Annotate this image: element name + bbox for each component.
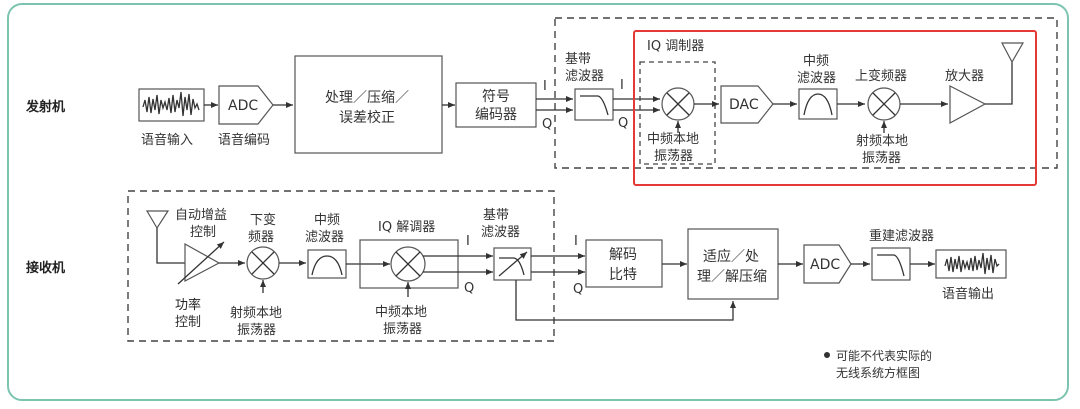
diagram-label: 重建滤波器 [869,228,934,244]
diagram-label: 振荡器 [237,323,276,338]
transmitter-label: 发射机 [25,99,65,115]
waveform-icon [944,252,1000,275]
diagram-label: 自动增益 [175,208,227,223]
reconstruction-filter: 重建滤波器 [869,228,934,281]
rx-if-filter: 中频 滤波器 [305,213,347,279]
tx-amplifier-icon [949,85,987,125]
tx-rf-dashed-region [554,17,1058,169]
highlight-box [633,30,1037,186]
diagram-label: 中频 [803,54,829,69]
note-line1: 可能不代表实际的 [836,348,932,363]
voice-input-label: 语音输入 [141,132,193,148]
diagram-label: 中频本地 [647,132,699,147]
diagram-label: 适应／处 [703,248,759,265]
diagram-label: 控制 [175,315,201,330]
note-bullet-icon [824,352,830,358]
diagram-label: 振荡器 [654,149,693,164]
diagram-label: ADC [810,257,840,273]
upconverter-label: 上变频器 [855,68,907,84]
tx-baseband-filter: 基带 滤波器 [565,52,614,121]
voice-output-block: 语音输出 [935,249,1007,302]
diagram-label: I [574,234,578,249]
diagram-label: 滤波器 [565,69,604,84]
tx-antenna-icon [1001,42,1025,64]
diagram-label: 中频 [314,213,340,228]
tx-if-mixer [661,87,695,121]
rx-adc-block: ADC [803,244,852,284]
diagram-label: 滤波器 [797,71,836,86]
lowpass-icon [580,95,609,116]
iq-modulator-label: IQ 调制器 [647,39,704,54]
diagram-label: 下变 [250,212,276,228]
rx-antenna-icon [145,210,170,230]
rx-rf-mixer [246,246,280,280]
iq-modulator-dashed [639,61,716,165]
note-line2: 无线系统方框图 [836,365,920,380]
decode-bits-block: 解码 比特 [585,239,663,288]
outer-frame [7,3,1069,401]
diagram-label: 振荡器 [862,151,901,166]
amplifier-label: 放大器 [945,69,984,84]
receiver-label: 接收机 [26,260,65,276]
bandpass-icon [803,93,833,116]
diagram-label: I [620,78,624,93]
diagram-label: 功率 [175,297,201,313]
diagram-label: 基带 [565,52,591,67]
diagram-label: 射频本地 [230,305,282,321]
waveform-icon [142,91,200,117]
rx-processing-block: 适应／处 理／解压缩 [687,228,779,300]
diagram-label: 振荡器 [383,322,422,337]
symbol-encoder-block: 符号 编码器 [455,82,537,128]
diagram-label: DAC [729,97,759,113]
diagram-label: 理／解压缩 [697,269,767,285]
diagram-label: 处理／压缩／ [325,90,409,106]
tx-rf-mixer [867,87,901,121]
diagram-label: 基带 [483,208,509,223]
diagram-label: ADC [228,98,258,114]
rx-if-mixer [390,246,426,282]
tx-if-filter: 中频 滤波器 [797,54,838,120]
diagram-label: 符号 [482,89,510,105]
rx-baseband-filter: 基带 滤波器 [481,208,532,281]
diagram-label: 解码 [609,247,637,263]
tx-processing-block: 处理／压缩／ 误差校正 [294,55,443,154]
diagram-label: Q [573,282,583,297]
diagram-label: Q [542,117,552,132]
diagram-label: I [543,79,547,94]
diagram-label: 编码器 [475,107,517,123]
tx-adc-block: ADC 语音编码 [218,85,274,148]
diagram-label: 中频本地 [375,305,427,320]
diagram-label: 频器 [248,230,274,245]
diagram-label: 控制 [190,225,216,240]
voice-encode-label: 语音编码 [218,132,270,148]
iq-demodulator-label: IQ 解调器 [378,220,435,235]
diagram-label: Q [464,281,474,296]
diagram-label: 误差校正 [339,109,395,126]
diagram-label: I [466,234,470,249]
diagram-label: 射频本地 [856,133,908,149]
voice-input-block: 语音输入 [138,88,205,148]
diagram-label: Q [618,116,628,131]
tx-dac-block: DAC [720,85,774,124]
diagram-label: 比特 [609,267,637,283]
diagram-label: 滤波器 [481,225,520,240]
diagram-label: 滤波器 [305,230,344,245]
diagram-label: 语音输出 [942,286,994,302]
